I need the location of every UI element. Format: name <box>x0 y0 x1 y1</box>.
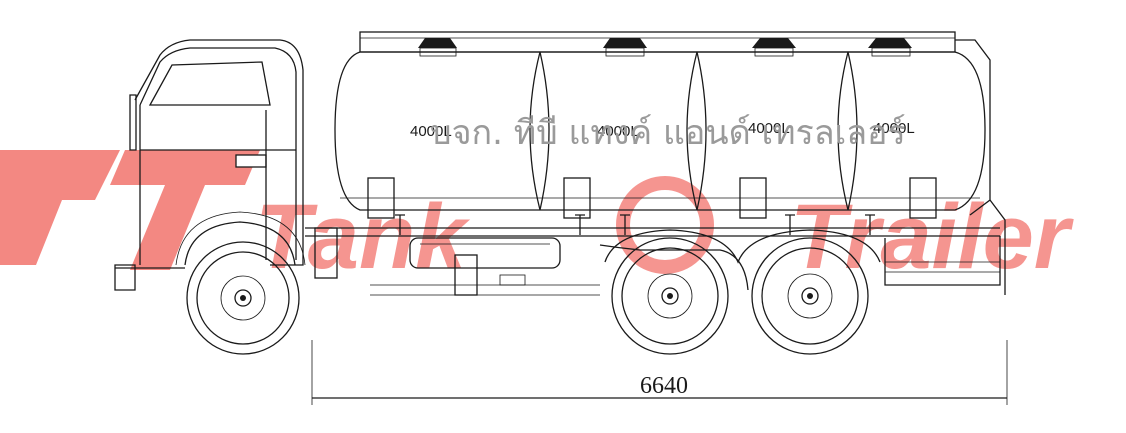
brand-globe-mark <box>616 176 714 274</box>
tank-body <box>334 31 991 216</box>
front-wheel <box>186 241 300 355</box>
tank-supports <box>367 177 937 219</box>
rear-wheel-2 <box>751 237 869 355</box>
compartment-label-4: 4000L <box>873 120 915 137</box>
manhole-covers <box>418 38 912 57</box>
manhole-cover-2 <box>603 38 647 57</box>
rear-wheel-1 <box>611 237 729 355</box>
manhole-cover-3 <box>752 38 796 57</box>
rear-fender <box>604 229 881 264</box>
thai-company-name: บจก. ทีบี แทงค์ แอนด์ เทรลเลอร์ <box>430 113 906 153</box>
watermark: Tank Trailer <box>0 150 1074 288</box>
tbt-logo <box>0 150 260 270</box>
compartment-label-1: 4000L <box>410 123 452 140</box>
brand-name-left: Tank <box>255 186 470 288</box>
dimension-length-label: 6640 <box>640 373 688 399</box>
brand-name-right: Trailer <box>790 186 1074 288</box>
compartment-label-3: 4000L <box>748 120 790 137</box>
compartment-label-2: 4000L <box>597 123 639 140</box>
truck-cab <box>114 39 306 291</box>
manhole-cover-1 <box>418 38 457 57</box>
chassis-and-piping <box>305 199 1006 296</box>
dimension-length: 6640 <box>311 340 1008 405</box>
manhole-cover-4 <box>868 38 912 57</box>
compartment-labels: 4000L 4000L 4000L 4000L <box>410 120 915 140</box>
